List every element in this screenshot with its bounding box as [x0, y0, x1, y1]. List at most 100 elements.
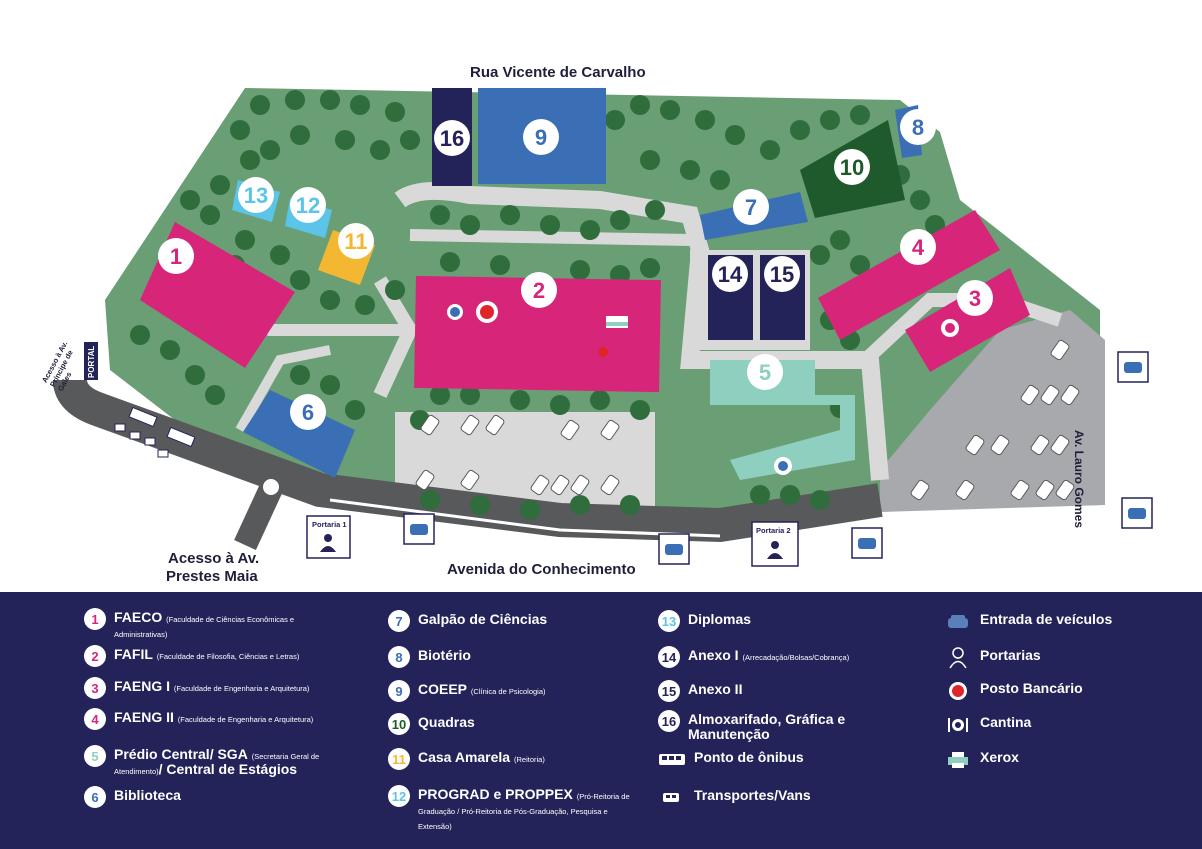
legend-number-badge: 8: [388, 646, 410, 668]
tree: [550, 395, 570, 415]
building-3: [905, 268, 1030, 372]
legend-item: Xerox: [944, 750, 1184, 770]
building-marker-2[interactable]: 2: [521, 272, 557, 308]
tree: [660, 100, 680, 120]
tree: [210, 175, 230, 195]
svg-text:Portaria 2: Portaria 2: [756, 526, 791, 535]
legend-number-badge: 6: [84, 786, 106, 808]
street-acesso-prestes-maia-1: Acesso à Av.: [168, 550, 260, 567]
person-icon: [944, 647, 972, 669]
building-number: 16: [440, 126, 464, 151]
legend-label: Biotério: [418, 647, 471, 663]
building-marker-3[interactable]: 3: [957, 280, 993, 316]
car-entrance-icon: [1117, 351, 1149, 383]
building-number: 12: [296, 193, 320, 218]
tree: [355, 295, 375, 315]
cutlery-icon: [941, 319, 959, 337]
bank-icon: [944, 681, 972, 701]
tree: [205, 385, 225, 405]
legend-label: FAENG II: [114, 709, 174, 725]
legend-number-badge: 11: [388, 748, 410, 770]
tree: [290, 125, 310, 145]
legend-label: Biblioteca: [114, 787, 181, 803]
parked-car: [460, 414, 480, 436]
car-entrance-icon: [944, 612, 972, 632]
legend-number-badge: 15: [658, 680, 680, 702]
tree: [500, 205, 520, 225]
bus-stop: [114, 406, 196, 458]
legend-label: Xerox: [980, 749, 1019, 765]
street-av-lauro-gomes: Av. Lauro Gomes: [1072, 430, 1086, 529]
building-number: 10: [840, 155, 864, 180]
building-number: 14: [718, 262, 743, 287]
building-marker-1[interactable]: 1: [158, 238, 194, 274]
parked-car: [1040, 384, 1060, 406]
street-avenida-do-conhecimento: Avenida do Conhecimento: [447, 561, 636, 578]
tree: [850, 255, 870, 275]
tree: [320, 290, 340, 310]
tree: [610, 210, 630, 230]
tree: [230, 120, 250, 140]
parked-car: [530, 474, 550, 496]
tree: [290, 365, 310, 385]
tree: [200, 205, 220, 225]
legend-label: Galpão de Ciências: [418, 611, 548, 627]
building-marker-14[interactable]: 14: [712, 256, 748, 292]
tree: [510, 390, 530, 410]
you-are-here-dot: [598, 347, 608, 357]
tree: [285, 90, 305, 110]
legend-number-badge: 5: [84, 745, 106, 767]
legend-number-badge: 16: [658, 710, 680, 732]
building-6: [243, 390, 355, 478]
legend-label: Quadras: [418, 714, 475, 730]
building-marker-10[interactable]: 10: [834, 149, 870, 185]
tree: [370, 140, 390, 160]
tree: [640, 150, 660, 170]
building-marker-11[interactable]: 11: [338, 223, 374, 259]
tree: [250, 95, 270, 115]
tree: [240, 150, 260, 170]
building-number: 7: [745, 195, 757, 220]
legend-item: 8 Biotério: [388, 646, 643, 668]
building-4: [818, 210, 1000, 340]
legend-label: Portarias: [980, 647, 1041, 663]
building-marker-8[interactable]: 8: [900, 109, 936, 145]
internal-road: [235, 345, 331, 433]
tree: [790, 120, 810, 140]
parked-car: [910, 479, 930, 501]
tree: [440, 252, 460, 272]
portal-label: PORTAL: [87, 346, 96, 378]
car-entrance-icon: [658, 533, 690, 565]
tree: [490, 255, 510, 275]
parked-car: [560, 419, 580, 441]
building-marker-12[interactable]: 12: [290, 187, 326, 223]
legend-detail: (Faculdade de Engenharia e Arquitetura): [177, 715, 314, 724]
building-marker-7[interactable]: 7: [733, 189, 769, 225]
legend-number-badge: 10: [388, 713, 410, 735]
legend-item: Entrada de veículos: [944, 612, 1184, 632]
legend-label-tail: / Central de Estágios: [158, 761, 298, 777]
parking-lot-right: [880, 310, 1105, 512]
building-marker-5[interactable]: 5: [747, 354, 783, 390]
building-marker-15[interactable]: 15: [764, 256, 800, 292]
tree: [630, 400, 650, 420]
building-2: [414, 275, 661, 393]
building-marker-16[interactable]: 16: [434, 120, 470, 156]
building-marker-13[interactable]: 13: [238, 177, 274, 213]
bank-icon: [476, 301, 498, 323]
building-number: 5: [759, 360, 771, 385]
building-marker-6[interactable]: 6: [290, 394, 326, 430]
tree: [420, 490, 440, 510]
legend-item: Cantina: [944, 715, 1184, 735]
building-marker-4[interactable]: 4: [900, 229, 936, 265]
tree: [695, 110, 715, 130]
building-marker-9[interactable]: 9: [523, 119, 559, 155]
tree: [470, 495, 490, 515]
